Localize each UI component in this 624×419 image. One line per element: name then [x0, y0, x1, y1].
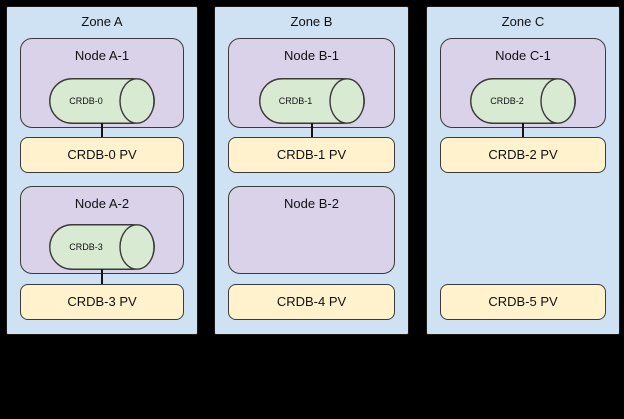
node-a-1: Node A-1 CRDB-0 [20, 38, 184, 128]
zone-a-label: Zone A [81, 14, 123, 29]
pv-crdb-0: CRDB-0 PV [20, 137, 184, 173]
node-b-1: Node B-1 CRDB-1 [228, 38, 395, 128]
pv-crdb-1: CRDB-1 PV [228, 137, 395, 173]
node-c-1-label: Node C-1 [495, 48, 551, 63]
zone-a: Zone A Node A-1 CRDB-0 CRDB-0 PV Node A-… [6, 6, 198, 335]
disk-crdb-2-label: CRDB-2 [490, 96, 524, 106]
cylinder-icon [470, 78, 576, 124]
pv-crdb-3: CRDB-3 PV [20, 284, 184, 320]
node-c-1: Node C-1 CRDB-2 [440, 38, 606, 128]
zone-c: Zone C Node C-1 CRDB-2 CRDB-2 PV CRDB-5 … [426, 6, 620, 335]
cylinder-icon [49, 224, 155, 270]
disk-crdb-0-label: CRDB-0 [69, 96, 103, 106]
zone-c-label: Zone C [501, 14, 545, 29]
node-a-1-label: Node A-1 [74, 48, 130, 63]
zone-b-label: Zone B [290, 14, 333, 29]
connector-node-c1-to-pv [522, 123, 524, 138]
connector-node-a2-to-pv [101, 269, 103, 285]
disk-crdb-3-label: CRDB-3 [69, 242, 103, 252]
zone-b: Zone B Node B-1 CRDB-1 CRDB-1 PV Node B-… [214, 6, 409, 335]
pv-crdb-4: CRDB-4 PV [228, 284, 395, 320]
node-a-2: Node A-2 CRDB-3 [20, 186, 184, 274]
node-a-2-label: Node A-2 [74, 196, 130, 211]
node-b-1-label: Node B-1 [284, 48, 339, 63]
pv-crdb-2-label: CRDB-2 PV [488, 147, 558, 162]
node-b-2-empty: Node B-2 [228, 186, 395, 274]
pv-crdb-2: CRDB-2 PV [440, 137, 606, 173]
connector-node-b1-to-pv [310, 123, 313, 138]
disk-crdb-0: CRDB-0 [49, 78, 155, 124]
cylinder-icon [49, 78, 155, 124]
disk-crdb-1: CRDB-1 [258, 78, 365, 124]
pv-crdb-5-label: CRDB-5 PV [488, 294, 558, 309]
disk-crdb-2: CRDB-2 [470, 78, 576, 124]
pv-crdb-5: CRDB-5 PV [440, 284, 606, 320]
disk-crdb-1-label: CRDB-1 [278, 96, 313, 106]
node-b-2-label: Node B-2 [284, 196, 339, 211]
pv-crdb-1-label: CRDB-1 PV [276, 147, 347, 162]
disk-crdb-3: CRDB-3 [49, 224, 155, 270]
pv-crdb-3-label: CRDB-3 PV [67, 294, 137, 309]
pv-crdb-4-label: CRDB-4 PV [276, 294, 347, 309]
connector-node-a1-to-pv [101, 123, 103, 138]
pv-crdb-0-label: CRDB-0 PV [67, 147, 137, 162]
cylinder-icon [258, 78, 365, 124]
